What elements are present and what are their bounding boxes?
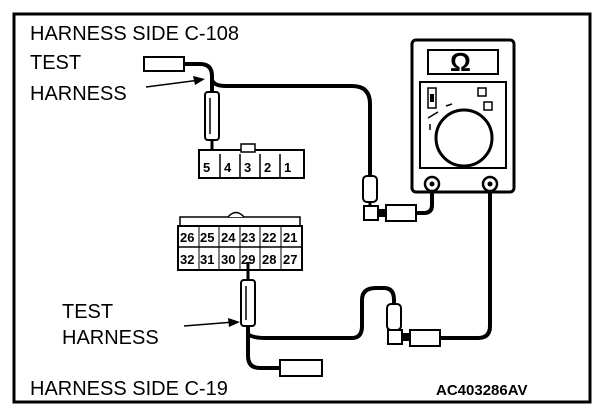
c19-pin-25: 25 — [200, 230, 214, 245]
arrow-top — [145, 76, 205, 88]
c19-pin-21: 21 — [283, 230, 297, 245]
c108-pin-4: 4 — [224, 160, 232, 175]
wire-bottom-probe-to-meter — [440, 191, 492, 340]
meter-probe-bottom — [386, 303, 441, 347]
label-test-harness-top-2: HARNESS — [30, 83, 127, 105]
c108-pin-1: 1 — [284, 160, 291, 175]
figure-code: AC403286AV — [436, 382, 527, 399]
label-harness-side-c19: HARNESS SIDE C-19 — [30, 378, 228, 400]
wire-top-harness-to-meter — [210, 76, 372, 176]
connector-c108: 5 4 3 2 1 — [198, 143, 305, 179]
selector-dial — [434, 108, 494, 168]
arrow-bottom — [183, 318, 240, 327]
c108-pin-3: 3 — [244, 160, 251, 175]
c19-pin-22: 22 — [262, 230, 276, 245]
c19-pin-29: 29 — [241, 252, 255, 267]
label-harness-side-c108: HARNESS SIDE C-108 — [30, 23, 239, 45]
ohmmeter: Ω — [410, 38, 516, 194]
c19-pin-27: 27 — [283, 252, 297, 267]
diagram-frame — [12, 12, 592, 404]
meter-display — [427, 49, 499, 75]
c19-pin-32: 32 — [180, 252, 194, 267]
c19-pin-28: 28 — [262, 252, 276, 267]
c108-pin-5: 5 — [203, 160, 210, 175]
meter-probe-top — [362, 175, 434, 222]
test-harness-top — [143, 56, 220, 158]
ohm-symbol: Ω — [450, 47, 471, 77]
connector-c19: 26 25 24 23 22 21 32 31 30 29 28 27 — [177, 211, 303, 271]
c19-pin-30: 30 — [221, 252, 235, 267]
c19-pin-23: 23 — [241, 230, 255, 245]
c19-pin-24: 24 — [221, 230, 236, 245]
label-test-harness-bottom-1: TEST — [62, 301, 113, 323]
c19-pin-26: 26 — [180, 230, 194, 245]
label-test-harness-top-1: TEST — [30, 52, 81, 74]
test-harness-bottom — [240, 262, 323, 377]
c108-pin-2: 2 — [264, 160, 271, 175]
label-test-harness-bottom-2: HARNESS — [62, 327, 159, 349]
wire-bottom-harness-to-probe — [246, 286, 396, 340]
c19-pin-31: 31 — [200, 252, 214, 267]
